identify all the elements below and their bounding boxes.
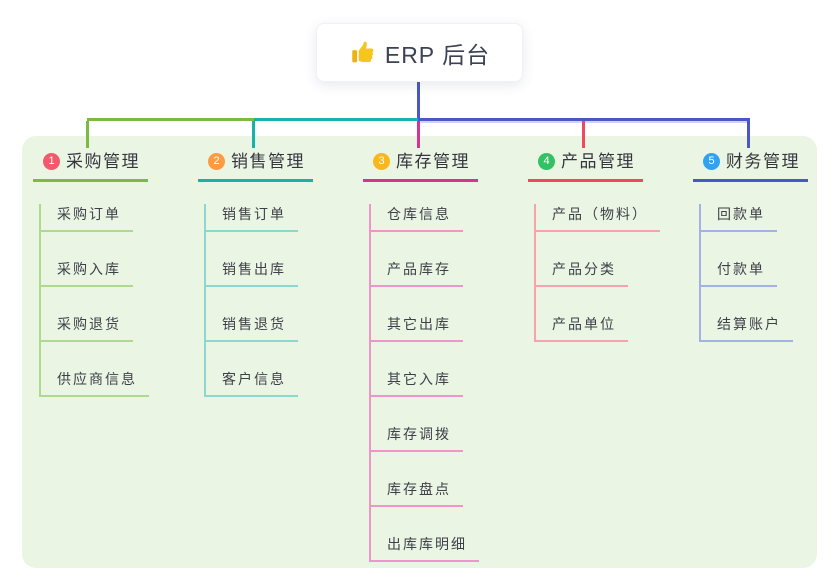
branch-label: 财务管理 [726,152,800,171]
mindmap-node[interactable]: 付款单 [699,259,777,287]
mindmap-node[interactable]: 采购入库 [39,259,133,287]
branch-label: 采购管理 [66,152,140,171]
branch-badge: 1 [43,153,60,170]
branch-items: 产品（物料） 产品分类 产品单位 [534,204,660,342]
branch-badge: 2 [208,153,225,170]
branch-drop-inventory [417,121,420,148]
mindmap-node[interactable]: 其它出库 [369,314,463,342]
mindmap-node[interactable]: 客户信息 [204,369,298,397]
branch-items: 回款单 付款单 结算账户 [699,204,808,342]
thumbs-up-icon [349,40,375,66]
trunk-segment-blue [418,118,750,121]
mindmap-node[interactable]: 供应商信息 [39,369,149,397]
mindmap-node[interactable]: 产品分类 [534,259,628,287]
branch-product: 4 产品管理 产品（物料） 产品分类 产品单位 [528,148,660,342]
branch-purchase: 1 采购管理 采购订单 采购入库 采购退货 供应商信息 [33,148,149,397]
branch-finance: 5 财务管理 回款单 付款单 结算账户 [693,148,808,342]
branch-items: 销售订单 销售出库 销售退货 客户信息 [204,204,313,397]
root-label: ERP 后台 [384,41,491,68]
root-node[interactable]: ERP 后台 [316,23,523,82]
branch-badge: 5 [703,153,720,170]
trunk-segment-teal [254,118,418,121]
branch-badge: 3 [373,153,390,170]
branch-drop-finance [747,121,750,148]
branch-header-product[interactable]: 4 产品管理 [528,148,643,182]
branches-panel [22,136,817,568]
branch-label: 销售管理 [231,152,305,171]
mindmap-node[interactable]: 其它入库 [369,369,463,397]
mindmap-node[interactable]: 采购退货 [39,314,133,342]
branch-drop-sales [252,121,255,148]
mindmap-node[interactable]: 库存调拨 [369,424,463,452]
branch-items: 采购订单 采购入库 采购退货 供应商信息 [39,204,149,397]
mindmap-node[interactable]: 产品单位 [534,314,628,342]
branch-label: 产品管理 [561,152,635,171]
mindmap-node[interactable]: 库存盘点 [369,479,463,507]
mindmap-node[interactable]: 回款单 [699,204,777,232]
mindmap-node[interactable]: 采购订单 [39,204,133,232]
branch-header-inventory[interactable]: 3 库存管理 [363,148,478,182]
branch-header-sales[interactable]: 2 销售管理 [198,148,313,182]
branch-header-finance[interactable]: 5 财务管理 [693,148,808,182]
branch-items: 仓库信息 产品库存 其它出库 其它入库 库存调拨 库存盘点 出库库明细 [369,204,479,562]
mindmap-node[interactable]: 产品（物料） [534,204,660,232]
mindmap-node[interactable]: 仓库信息 [369,204,463,232]
mindmap-node[interactable]: 销售订单 [204,204,298,232]
mindmap-node[interactable]: 结算账户 [699,314,793,342]
mindmap-node[interactable]: 出库库明细 [369,534,479,562]
trunk-segment-green [87,118,254,121]
branch-sales: 2 销售管理 销售订单 销售出库 销售退货 客户信息 [198,148,313,397]
mindmap-node[interactable]: 销售出库 [204,259,298,287]
branch-label: 库存管理 [396,152,470,171]
mindmap-node[interactable]: 产品库存 [369,259,463,287]
mindmap-node[interactable]: 销售退货 [204,314,298,342]
branch-header-purchase[interactable]: 1 采购管理 [33,148,148,182]
branch-drop-product [582,121,585,148]
branch-inventory: 3 库存管理 仓库信息 产品库存 其它出库 其它入库 库存调拨 库存盘点 出库库… [363,148,479,562]
branch-drop-purchase [86,121,89,148]
branch-badge: 4 [538,153,555,170]
root-connector-line [417,82,420,119]
